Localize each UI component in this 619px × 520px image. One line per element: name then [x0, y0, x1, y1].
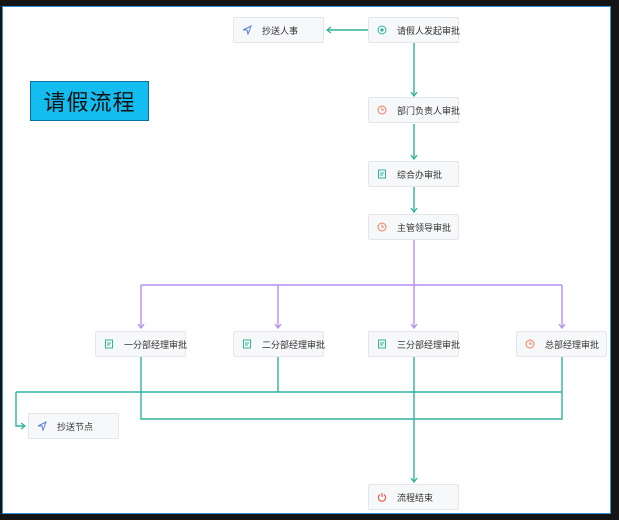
clock-icon: [525, 339, 535, 349]
node-copy-hr[interactable]: 抄送人事: [233, 17, 324, 43]
node-label: 一分部经理审批: [124, 340, 188, 351]
node-leader[interactable]: 主管领导审批: [368, 214, 459, 240]
edge-branches-merge-copy: [15, 357, 563, 426]
node-label: 抄送人事: [262, 26, 299, 37]
node-start[interactable]: 请假人发起审批: [368, 17, 461, 43]
node-office[interactable]: 综合办审批: [368, 161, 459, 187]
node-branch3[interactable]: 三分部经理审批: [368, 331, 461, 357]
node-label: 流程结束: [397, 493, 434, 504]
edge-branches-merge-end: [140, 357, 563, 482]
start-icon: [377, 25, 387, 35]
node-branch1[interactable]: 一分部经理审批: [95, 331, 188, 357]
node-general[interactable]: 总部经理审批: [516, 331, 607, 357]
form-icon: [377, 339, 387, 349]
node-label: 综合办审批: [397, 170, 443, 181]
clock-icon: [377, 105, 387, 115]
node-label: 部门负责人审批: [397, 106, 461, 117]
page-title: 请假流程: [30, 81, 149, 121]
node-label: 抄送节点: [57, 422, 94, 433]
edge-leader-to-branches: [141, 240, 562, 286]
clock-icon: [377, 222, 387, 232]
form-icon: [242, 339, 252, 349]
node-copy-node[interactable]: 抄送节点: [28, 413, 119, 439]
node-label: 总部经理审批: [545, 340, 600, 351]
form-icon: [377, 169, 387, 179]
node-label: 三分部经理审批: [397, 340, 461, 351]
power-icon: [377, 492, 387, 502]
node-branch2[interactable]: 二分部经理审批: [233, 331, 326, 357]
node-end[interactable]: 流程结束: [368, 484, 459, 510]
node-label: 主管领导审批: [397, 223, 452, 234]
send-icon: [37, 421, 47, 431]
node-label: 请假人发起审批: [397, 26, 461, 37]
form-icon: [104, 339, 114, 349]
node-dept-head[interactable]: 部门负责人审批: [368, 97, 461, 123]
send-icon: [242, 25, 252, 35]
node-label: 二分部经理审批: [262, 340, 326, 351]
